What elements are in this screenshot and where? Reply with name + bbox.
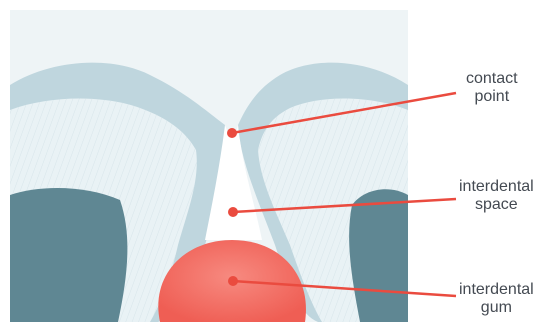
contact-point-label-line2: point xyxy=(466,88,518,106)
interdental-gum-label-line2: gum xyxy=(459,299,534,317)
contact-point-label: contact point xyxy=(466,70,518,106)
interdental-space-label-line2: space xyxy=(459,196,534,214)
contact-point-label-line1: contact xyxy=(466,70,518,88)
interdental-gum-label: interdental gum xyxy=(459,281,534,317)
interdental-space-label: interdental space xyxy=(459,178,534,214)
interdental-gum-label-line1: interdental xyxy=(459,281,534,299)
left-tooth-pulp xyxy=(10,188,127,322)
right-tooth-pulp xyxy=(349,189,408,322)
interdental-space-label-line1: interdental xyxy=(459,178,534,196)
